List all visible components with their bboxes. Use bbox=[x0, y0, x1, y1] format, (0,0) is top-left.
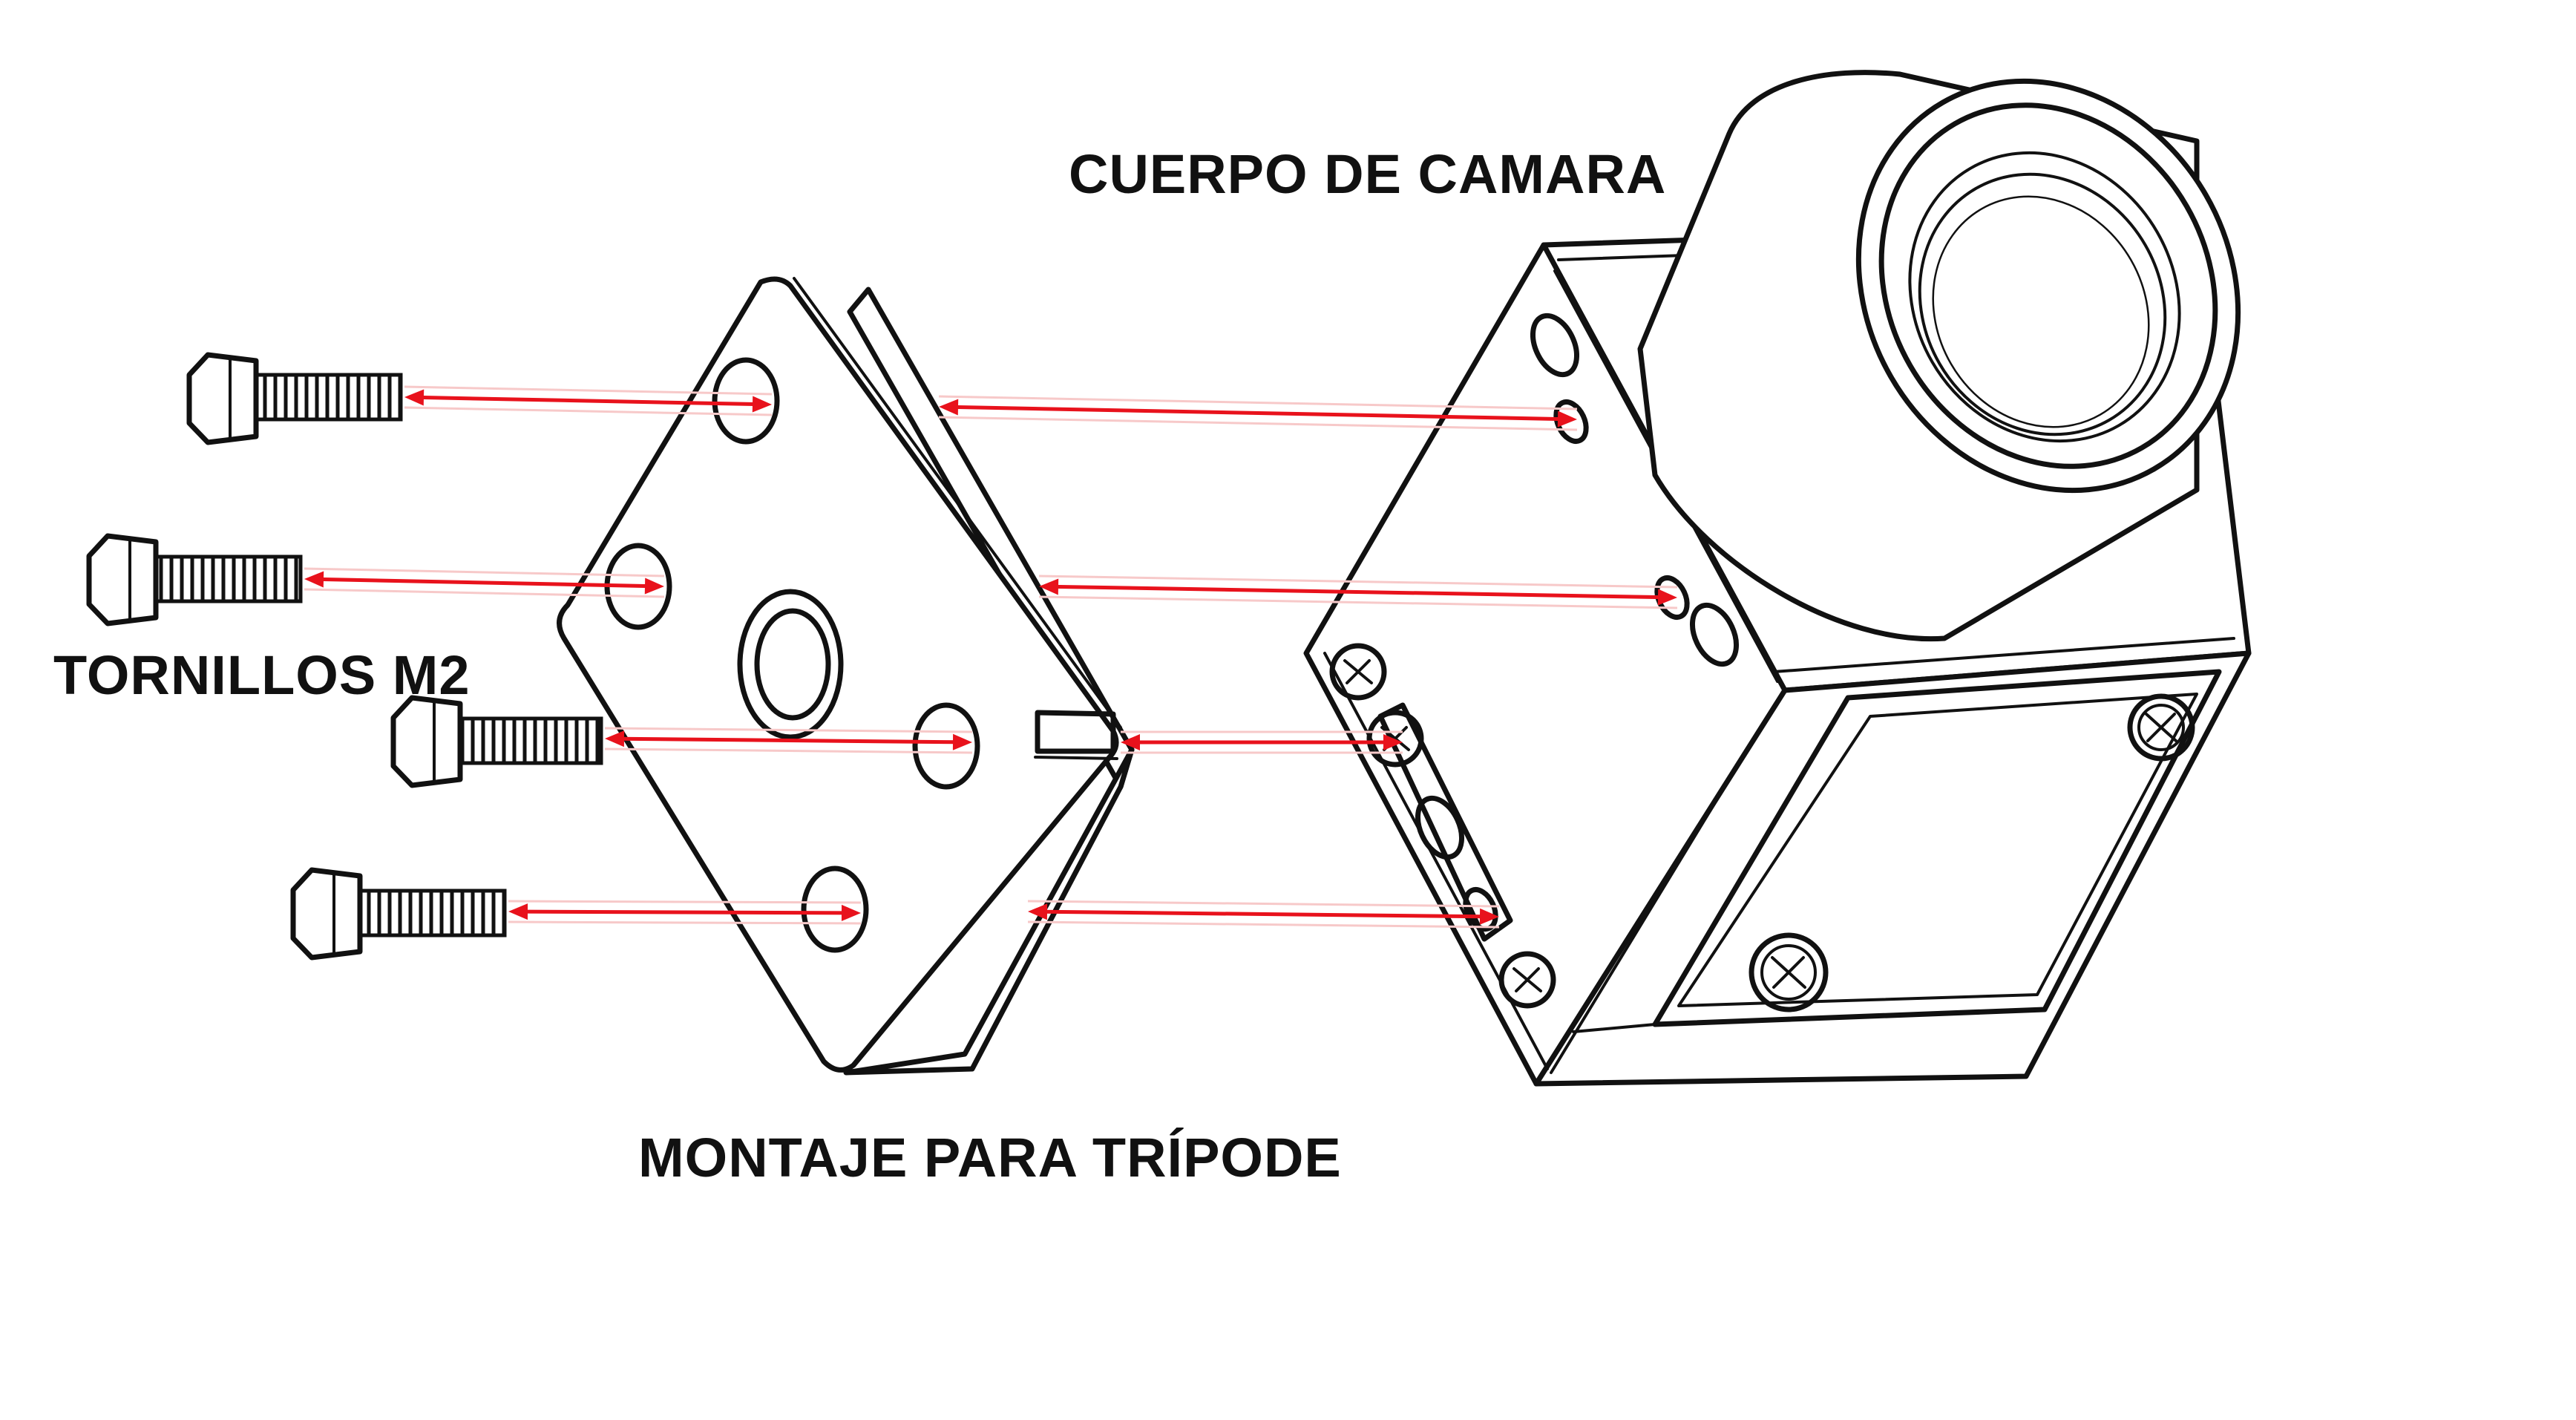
plate-hole-top bbox=[712, 357, 780, 445]
arrow-screw-3-to-plate bbox=[604, 727, 973, 754]
arrow-plate-to-camera-3 bbox=[1121, 730, 1403, 754]
camera-body-label: CUERPO DE CAMARA bbox=[1069, 143, 1666, 205]
plate-hole-right bbox=[912, 702, 980, 790]
assembly-arrows bbox=[304, 385, 1678, 929]
arrow-screw-4-to-plate bbox=[508, 900, 862, 925]
screw-1 bbox=[186, 352, 403, 445]
tripod-mount-label: MONTAJE PARA TRÍPODE bbox=[638, 1127, 1342, 1188]
screw-3 bbox=[390, 695, 603, 788]
screw-2 bbox=[86, 533, 303, 626]
front-panel bbox=[1572, 669, 2222, 1033]
side-plate bbox=[1377, 702, 1513, 942]
tripod-thread-hole bbox=[737, 589, 844, 740]
arrow-plate-to-camera-4 bbox=[1027, 900, 1500, 929]
screws-label: TORNILLOS M2 bbox=[53, 644, 471, 706]
tripod-mount-plate bbox=[557, 276, 1135, 1076]
camera-body bbox=[1303, 70, 2252, 1087]
arrow-plate-to-camera-1 bbox=[938, 395, 1578, 431]
arrow-screw-2-to-plate bbox=[304, 567, 665, 598]
plate-hole-bottom bbox=[801, 866, 869, 953]
arrow-plate-to-camera-2 bbox=[1038, 575, 1678, 609]
screw-4 bbox=[290, 867, 507, 961]
lens-barrel bbox=[1637, 70, 2241, 642]
arrow-screw-1-to-plate bbox=[404, 385, 773, 416]
